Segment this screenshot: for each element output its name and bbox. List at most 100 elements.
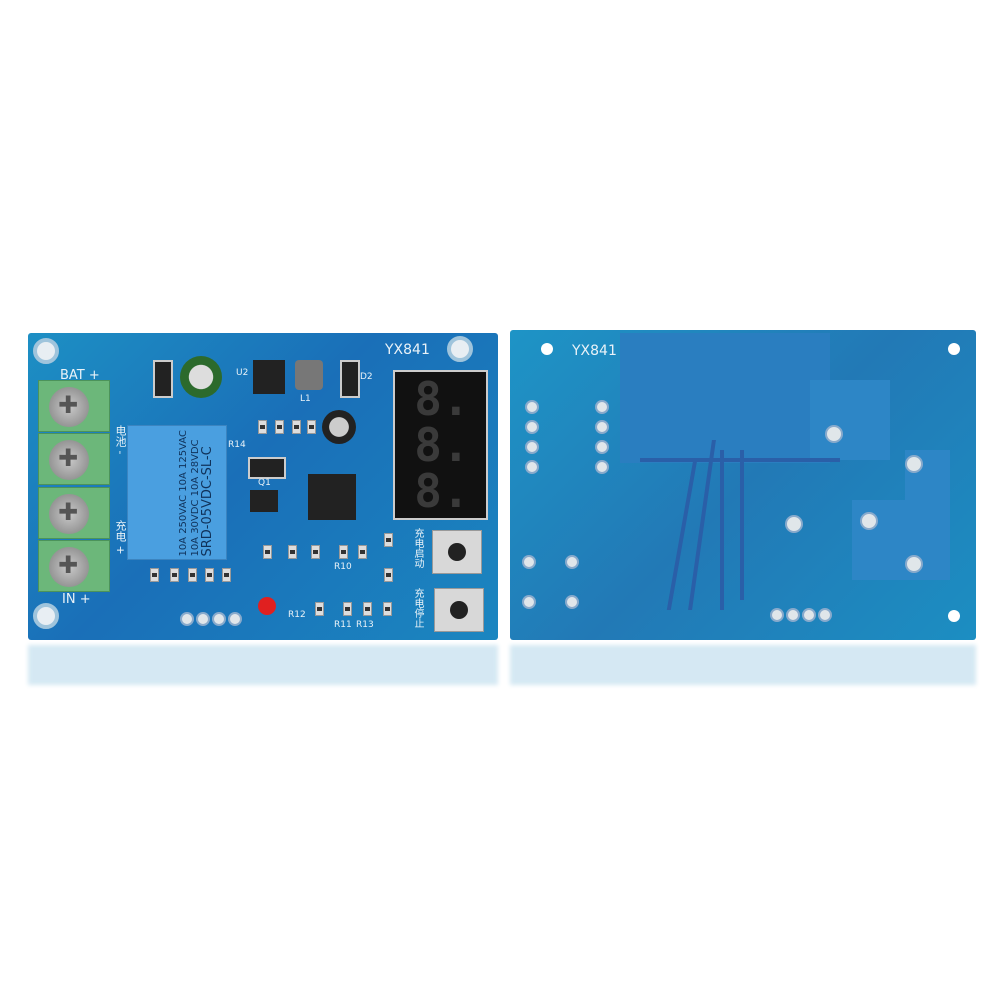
resistor <box>384 568 393 582</box>
solder-pad <box>905 455 923 473</box>
screw-icon <box>49 547 89 587</box>
solder-pad <box>522 555 536 569</box>
ic-u2 <box>253 360 285 394</box>
capacitor <box>205 568 214 582</box>
model-label: YX841 <box>385 342 430 358</box>
label-r10: R10 <box>334 562 352 572</box>
screw-terminal <box>38 487 110 539</box>
mounting-hole <box>948 343 960 355</box>
relay-rating-1: 10A 250VAC 10A 125VAC <box>178 430 189 557</box>
capacitor <box>263 545 272 559</box>
trace <box>720 450 724 610</box>
mounting-hole <box>33 338 59 364</box>
resistor <box>275 420 284 434</box>
solder-pad <box>525 440 539 454</box>
label-r14: R14 <box>228 440 246 450</box>
display-digit: 8. <box>414 418 470 472</box>
screw-icon <box>49 387 89 427</box>
resistor <box>258 420 267 434</box>
display-digit: 8. <box>414 372 470 426</box>
copper-pour <box>810 380 890 460</box>
screw-terminal <box>38 540 110 592</box>
label-r13: R13 <box>356 620 374 630</box>
diode-d2 <box>340 360 360 398</box>
back-board-reflection <box>510 645 976 685</box>
capacitor <box>292 420 301 434</box>
electrolytic-capacitor <box>322 410 356 444</box>
microcontroller-chip <box>308 474 356 520</box>
back-model-label: YX841 <box>572 343 617 359</box>
charge-start-label: 充电启动 <box>412 528 423 568</box>
resistor <box>358 545 367 559</box>
resistor <box>383 602 392 616</box>
resistor <box>170 568 179 582</box>
resistor <box>339 545 348 559</box>
battery-side-label: 电池 - <box>114 425 127 455</box>
label-r11: R11 <box>334 620 352 630</box>
resistor <box>188 568 197 582</box>
solder-pad <box>825 425 843 443</box>
trace <box>640 458 840 462</box>
header-pin <box>212 612 226 626</box>
capacitor <box>311 545 320 559</box>
seven-segment-display: 8. 8. 8. <box>393 370 488 520</box>
charge-start-button[interactable] <box>432 530 482 574</box>
label-u2: U2 <box>236 368 249 378</box>
screw-terminal <box>38 433 110 485</box>
label-r12: R12 <box>288 610 306 620</box>
solder-pad <box>595 460 609 474</box>
mounting-hole <box>541 343 553 355</box>
solder-pad <box>802 608 816 622</box>
solder-pad <box>525 420 539 434</box>
relay-text: 10A 250VAC 10A 125VAC 10A 30VDC 10A 28VD… <box>178 430 215 557</box>
resistor <box>150 568 159 582</box>
resistor <box>384 533 393 547</box>
solder-pad <box>595 420 609 434</box>
charge-stop-label: 充电停止 <box>412 588 423 628</box>
transistor-q1 <box>248 457 286 479</box>
screw-icon <box>49 494 89 534</box>
label-d2: D2 <box>360 372 373 382</box>
resistor <box>222 568 231 582</box>
bat-label: BAT + <box>60 368 100 383</box>
charge-stop-button[interactable] <box>434 588 484 632</box>
front-board-reflection <box>28 645 498 685</box>
resistor <box>343 602 352 616</box>
capacitor <box>288 545 297 559</box>
mounting-hole <box>33 603 59 629</box>
solder-pad <box>595 440 609 454</box>
resistor <box>363 602 372 616</box>
mounting-hole <box>447 336 473 362</box>
copper-pour <box>852 500 907 580</box>
header-pin <box>228 612 242 626</box>
screw-terminal <box>38 380 110 432</box>
trace <box>740 450 744 600</box>
transistor <box>250 490 278 512</box>
solder-pad <box>786 608 800 622</box>
solder-pad <box>565 555 579 569</box>
solder-pad <box>860 512 878 530</box>
solder-pad <box>565 595 579 609</box>
solder-pad <box>818 608 832 622</box>
solder-pad <box>785 515 803 533</box>
mounting-hole <box>948 610 960 622</box>
charge-side-label: 充电 + <box>114 520 127 555</box>
capacitor <box>307 420 316 434</box>
solder-pad <box>770 608 784 622</box>
solder-pad <box>525 460 539 474</box>
in-label: IN + <box>62 592 91 607</box>
display-digit: 8. <box>414 464 470 518</box>
diode <box>153 360 173 398</box>
relay: 10A 250VAC 10A 125VAC 10A 30VDC 10A 28VD… <box>127 425 227 560</box>
solder-pad <box>522 595 536 609</box>
relay-model: SRD-05VDC-SL-C <box>200 446 215 557</box>
copper-pour <box>620 333 830 463</box>
screw-icon <box>49 440 89 480</box>
red-led <box>258 597 276 615</box>
electrolytic-capacitor <box>180 356 222 398</box>
resistor <box>315 602 324 616</box>
solder-pad <box>525 400 539 414</box>
header-pin <box>196 612 210 626</box>
header-pin <box>180 612 194 626</box>
